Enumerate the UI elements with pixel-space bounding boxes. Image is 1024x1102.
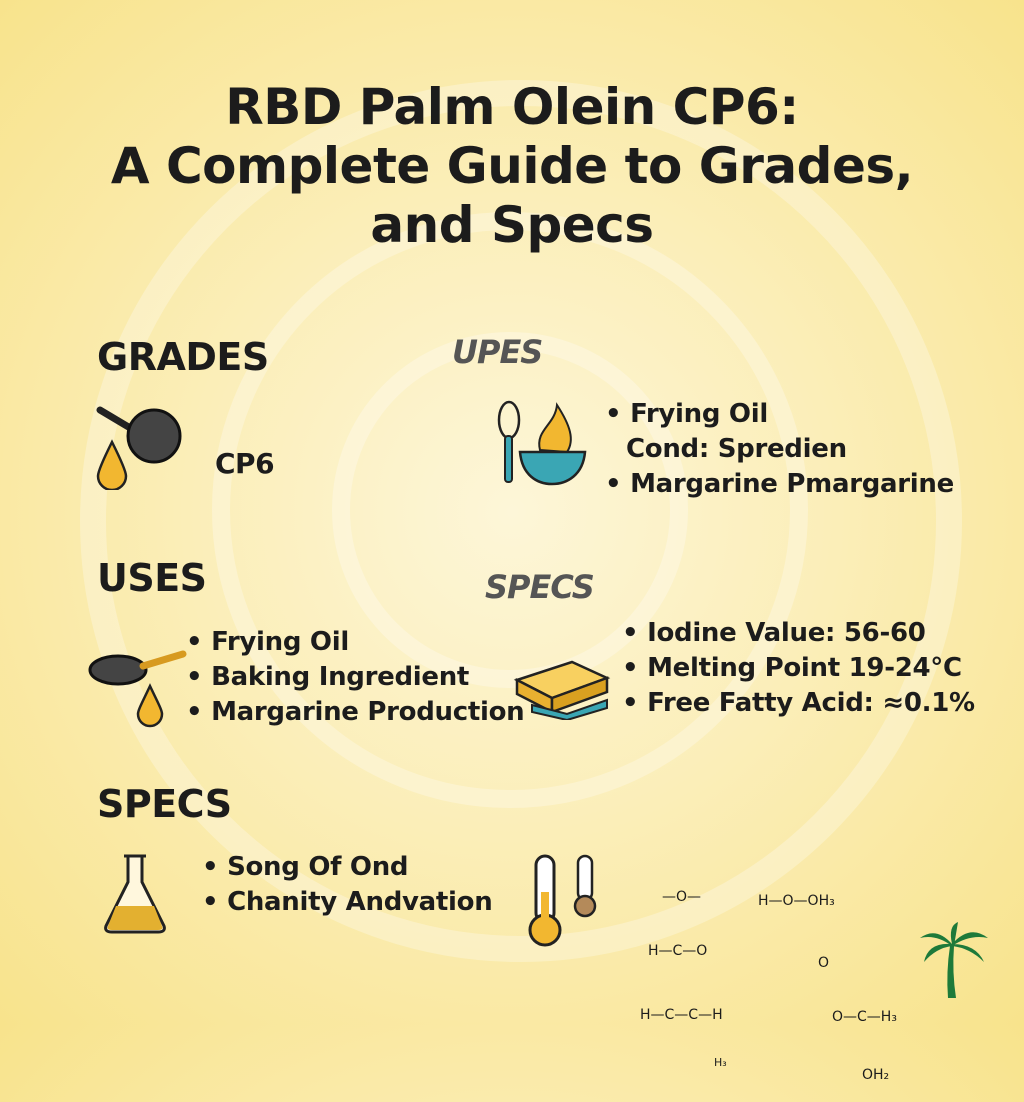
page-title: RBD Palm Olein CP6: A Complete Guide to … (0, 78, 1024, 255)
list-item: • Frying Oil (605, 399, 768, 429)
chem-label: H₃ (714, 1056, 727, 1069)
grade-cp6: CP6 (215, 447, 275, 480)
title-line-3: and Specs (370, 196, 654, 254)
specs-list: • Song Of Ond • Chanity Andvation (202, 850, 493, 920)
specs-heading: SPECS (97, 782, 232, 826)
list-item: • Margarine Production (186, 697, 525, 727)
frying-pan-oil-drop-icon (88, 650, 187, 728)
list-item: Cond: Spredien (626, 434, 847, 464)
frying-pan-oil-drop-icon (96, 406, 182, 490)
list-item: • Melting Point 19-24°C (622, 653, 962, 683)
list-item: • Iodine Value: 56-60 (622, 618, 926, 648)
list-item: • Frying Oil (186, 627, 349, 657)
whisk-bowl-icon (497, 400, 587, 486)
chem-label: H—C—C—H (640, 1007, 723, 1023)
title-line-1: RBD Palm Olein CP6: (225, 78, 799, 136)
chem-label: —O— (662, 889, 702, 905)
list-item: • Chanity Andvation (202, 887, 493, 917)
list-item: • Margarine Pmargarine (605, 469, 954, 499)
uses-list: • Frying Oil • Baking Ingredient • Marga… (186, 625, 525, 730)
upes-heading: UPES (452, 333, 543, 371)
grades-heading: GRADES (97, 335, 269, 379)
chem-label: O—C—H₃ (832, 1009, 897, 1025)
upes-list: • Frying Oil Cond: Spredien • Margarine … (605, 397, 954, 502)
specs-right-heading: SPECS (485, 568, 595, 606)
specs-right-list: • Iodine Value: 56-60 • Melting Point 19… (622, 616, 975, 721)
chemical-structure-1: —O— H—C—O H—C—C—H H₃ (640, 852, 727, 1090)
thermometer-icon (528, 854, 597, 947)
list-item: • Free Fatty Acid: ≈0.1% (622, 688, 975, 718)
chem-label: O (818, 955, 830, 971)
flask-icon (104, 854, 166, 934)
list-item: • Song Of Ond (202, 852, 409, 882)
title-line-2: A Complete Guide to Grades, (110, 137, 914, 195)
chemical-structure-2: H—O—OH₃ O O—C—H₃ OH₂ (758, 856, 897, 1102)
uses-heading: USES (97, 556, 207, 600)
chem-label: H—O—OH₃ (758, 893, 835, 909)
chem-label: OH₂ (862, 1067, 890, 1083)
butter-block-icon (513, 660, 611, 720)
list-item: • Baking Ingredient (186, 662, 470, 692)
palm-tree-icon (920, 922, 988, 998)
chem-label: H—C—O (648, 943, 708, 959)
